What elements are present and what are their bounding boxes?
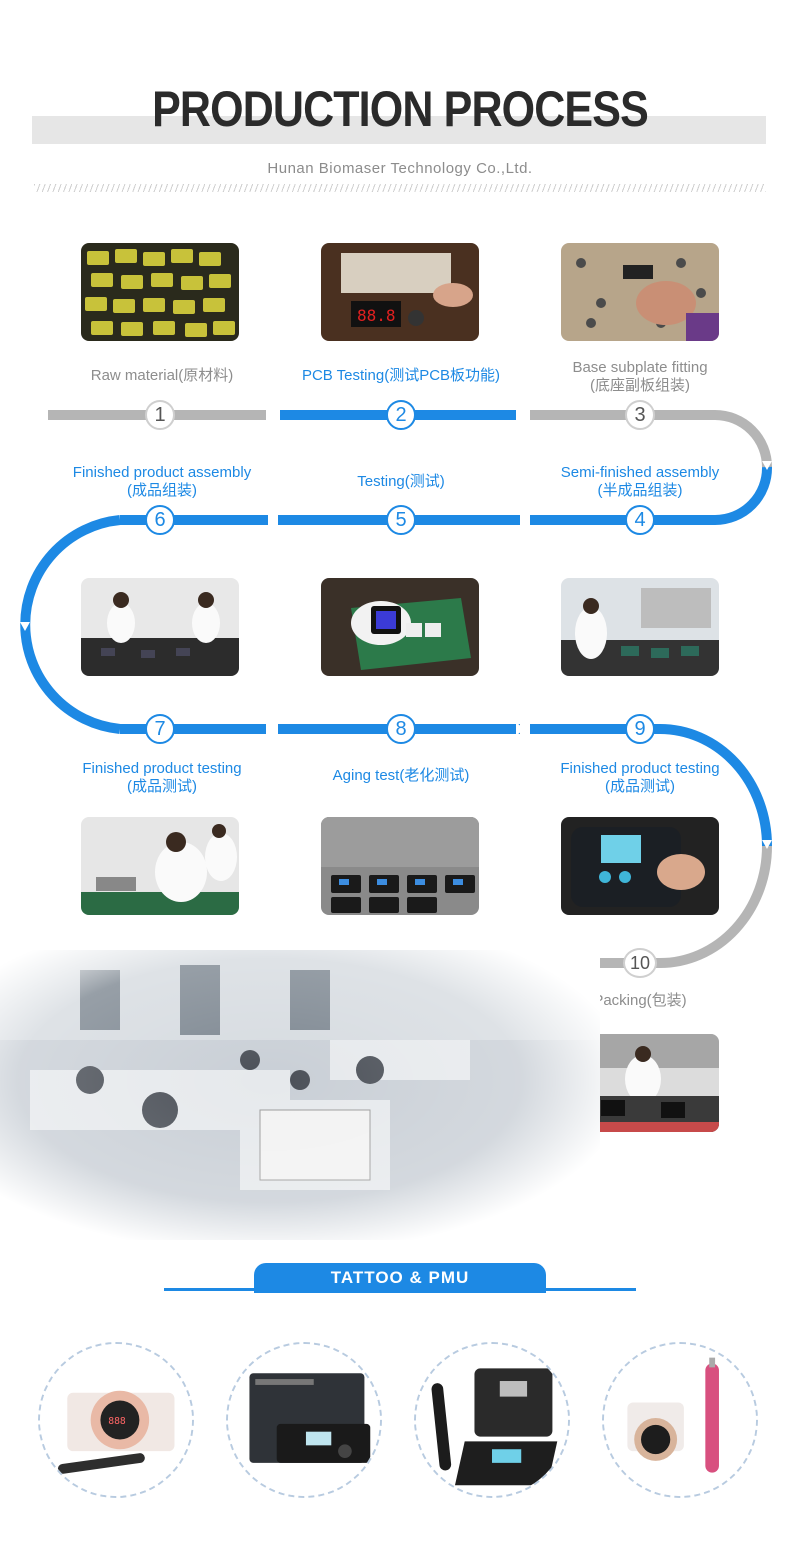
track-loop-1a	[714, 410, 772, 468]
tattoo-machine-rose-image: 888	[38, 1342, 194, 1498]
semi-finished-photo	[561, 578, 719, 676]
step-6-number: 6	[145, 505, 175, 535]
step-9-label: Finished product testing(成品测试)	[560, 760, 720, 795]
step-4-label: Semi-finished assembly(半成品组装)	[560, 464, 720, 499]
testing-photo	[321, 578, 479, 676]
office-background-image	[0, 950, 600, 1240]
page-title: PRODUCTION PROCESS	[152, 81, 649, 137]
section-tag: TATTOO & PMU	[254, 1263, 546, 1293]
pmu-pen-pink-image	[602, 1342, 758, 1498]
step-2-label: PCB Testing(测试PCB板功能)	[301, 367, 501, 384]
step-3-number: 3	[625, 400, 655, 430]
pcb-testing-photo: 88.8	[321, 243, 479, 341]
step-4-number: 4	[625, 505, 655, 535]
track-loop-2b	[659, 845, 772, 968]
finished-testing-photo	[81, 817, 239, 915]
step-10-label: Packing(包装)	[593, 992, 687, 1009]
finished-assembly-photo	[81, 578, 239, 676]
step-7-label: Finished product testing(成品测试)	[82, 760, 242, 795]
step-5-number: 5	[386, 505, 416, 535]
step-1-label: Raw material(原材料)	[90, 367, 234, 384]
step-10-number: 10	[623, 948, 657, 978]
finished-testing-2-photo	[561, 817, 719, 915]
step-2-number: 2	[386, 400, 416, 430]
step-3-label: Base subplate fitting(底座副板组装)	[572, 359, 708, 394]
step-6-label: Finished product assembly(成品组装)	[72, 464, 252, 499]
pmu-machine-black-image	[414, 1342, 570, 1498]
company-subtitle: Hunan Biomaser Technology Co.,Ltd.	[267, 160, 533, 177]
title-band	[32, 116, 766, 144]
raw-material-photo	[81, 243, 239, 341]
svg-text:88.8: 88.8	[357, 306, 396, 325]
hatch-divider	[34, 184, 766, 192]
track-loop-2a	[659, 724, 772, 847]
step-8-label: Aging test(老化测试)	[332, 767, 470, 784]
aging-test-photo	[321, 817, 479, 915]
tattoo-power-supply-image	[226, 1342, 382, 1498]
track-loop-1b	[714, 466, 773, 525]
step-1-number: 1	[145, 400, 175, 430]
svg-text:888: 888	[108, 1416, 126, 1427]
step-5-label: Testing(测试)	[357, 473, 445, 490]
step-7-number: 7	[145, 714, 175, 744]
base-subplate-photo	[561, 243, 719, 341]
step-9-number: 9	[625, 714, 655, 744]
step-8-number: 8	[386, 714, 416, 744]
